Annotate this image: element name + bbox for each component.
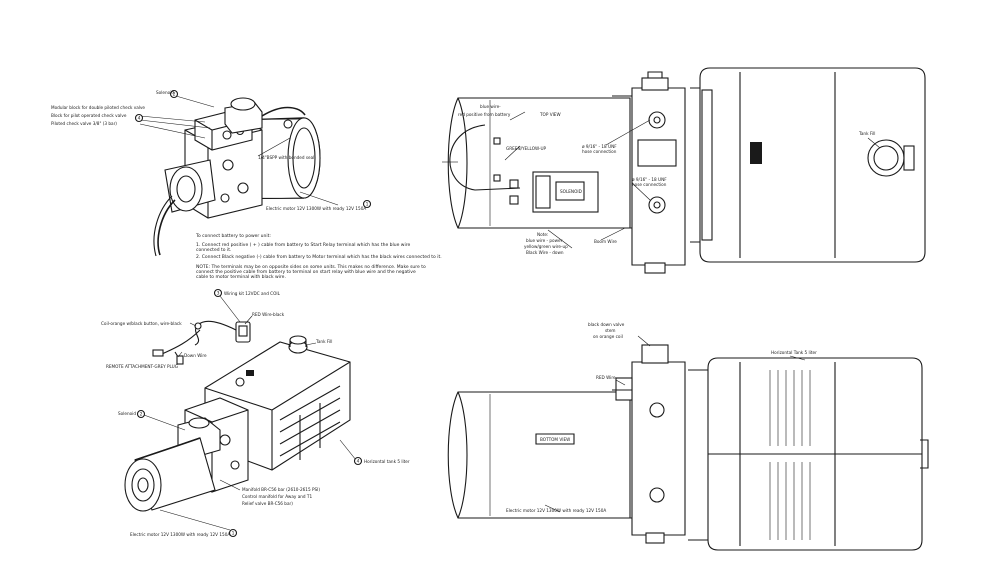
num-tank: 4: [357, 459, 360, 465]
label-top-view: TOP VIEW: [539, 112, 561, 117]
label-pilot-block: Block for pilot operated check valve: [51, 113, 127, 118]
num-solenoid-bottom: 2: [140, 412, 143, 418]
top-left-isometric-view: 2 4 1 Solenoid Modular block for double …: [51, 89, 372, 257]
label-motor-top: Electric motor 12V 1300W with ready 12V …: [266, 206, 366, 211]
bottom-left-isometric-view: 3 2 4 1 Wiring kit 12VDC and COIL Coil-o…: [101, 288, 410, 538]
label-remote: REMOTE ATTACHMENT-GREY PLUG: [106, 364, 178, 369]
label-port1b: hose connection: [582, 149, 617, 154]
label-relief: Relief valve BR-C56 bar): [242, 501, 293, 506]
top-right-top-view: SOLENOID blue wire- red positive from ba…: [442, 67, 926, 274]
num-motor-bottom: 1: [232, 531, 235, 537]
num-block: 4: [138, 116, 141, 122]
notes-line1: 1. Connect red positive ( + ) cable from…: [196, 242, 410, 248]
label-wiring-kit: Wiring kit 12VDC and COIL: [224, 291, 281, 296]
battery-connection-notes: To connect battery to power unit: 1. Con…: [195, 233, 442, 280]
label-solenoid-bl: Solenoid: [118, 411, 136, 416]
notes-note2: connect the positive cable from battery …: [196, 269, 416, 275]
label-modular-block: Modular block for double piloted check v…: [51, 105, 145, 110]
num-wiring-kit: 3: [217, 291, 220, 297]
label-green-yellow: GREEN/YELLOW-UP: [506, 146, 547, 151]
label-note-title: Note:: [537, 232, 548, 237]
label-motor-bl: Electric motor 12V 1300W with ready 12V …: [130, 532, 230, 537]
label-motor-br: Electric motor 12V 1300W with ready 12V …: [506, 508, 606, 513]
label-blue-wire: blue wire-: [480, 104, 501, 109]
bottom-right-bottom-view: BOTTOM VIEW black down valve stem on ora…: [447, 322, 929, 551]
label-tank-bl: Horizontal tank 5 liter: [364, 459, 410, 464]
num-solenoid: 2: [173, 92, 176, 98]
label-down-wire: Down Wire: [184, 353, 207, 358]
label-check-valve: Piloted check valve 3/8" (3 bar): [51, 121, 117, 126]
label-down-valve: black down valve: [588, 322, 625, 327]
label-boom-wire: Boom Wire: [594, 239, 617, 244]
label-control-manifold: Control manifold for Away and T1: [242, 494, 312, 499]
label-red-wire-br: RED Wire: [596, 375, 616, 380]
label-red-positive: red positive from battery: [458, 112, 511, 117]
label-port2: ø 9/16" - 18 UNF: [632, 177, 667, 182]
label-note-line1: blue wire - power: [526, 238, 563, 243]
label-port2b: hose connection: [632, 182, 667, 187]
label-tank-br: Horizontal Tank 5 liter: [771, 350, 817, 355]
label-note-line2: yellow/green wire-up: [524, 244, 568, 249]
label-bottom-view: BOTTOM VIEW: [540, 437, 570, 442]
label-manifold: Manifold BR-C56 bar (2610-2615 PSI): [242, 487, 320, 492]
notes-line1b: connected to it.: [196, 247, 231, 253]
notes-note1: NOTE: The terminals may be on opposite s…: [196, 264, 426, 270]
label-coil-wire: Coil-orange w/black button, wire-black: [101, 321, 182, 326]
num-motor: 1: [366, 202, 369, 208]
label-solenoid: Solenoid: [156, 90, 174, 95]
label-stem: stem: [605, 328, 615, 333]
label-red-wire-bl: RED Wire-black: [252, 312, 285, 317]
label-tank-fill-top: Tank Fill: [858, 131, 875, 136]
label-solenoid-tag: SOLENOID: [560, 189, 582, 194]
label-hose-fitting: 1/4"BSPP with bonded seal: [258, 155, 314, 160]
label-tank-fill-bl: Tank Fill: [315, 339, 332, 344]
label-note-line3: Black Wire - down: [526, 250, 564, 255]
notes-heading: To connect battery to power unit:: [195, 233, 271, 239]
notes-line2: 2. Connect Black negative (-) cable from…: [196, 254, 442, 260]
label-orange-coil: on orange coil: [593, 334, 623, 339]
notes-note3: cable to motor terminal with black wire.: [196, 274, 286, 280]
label-port1: ø 9/16" - 18 UNF: [582, 144, 617, 149]
